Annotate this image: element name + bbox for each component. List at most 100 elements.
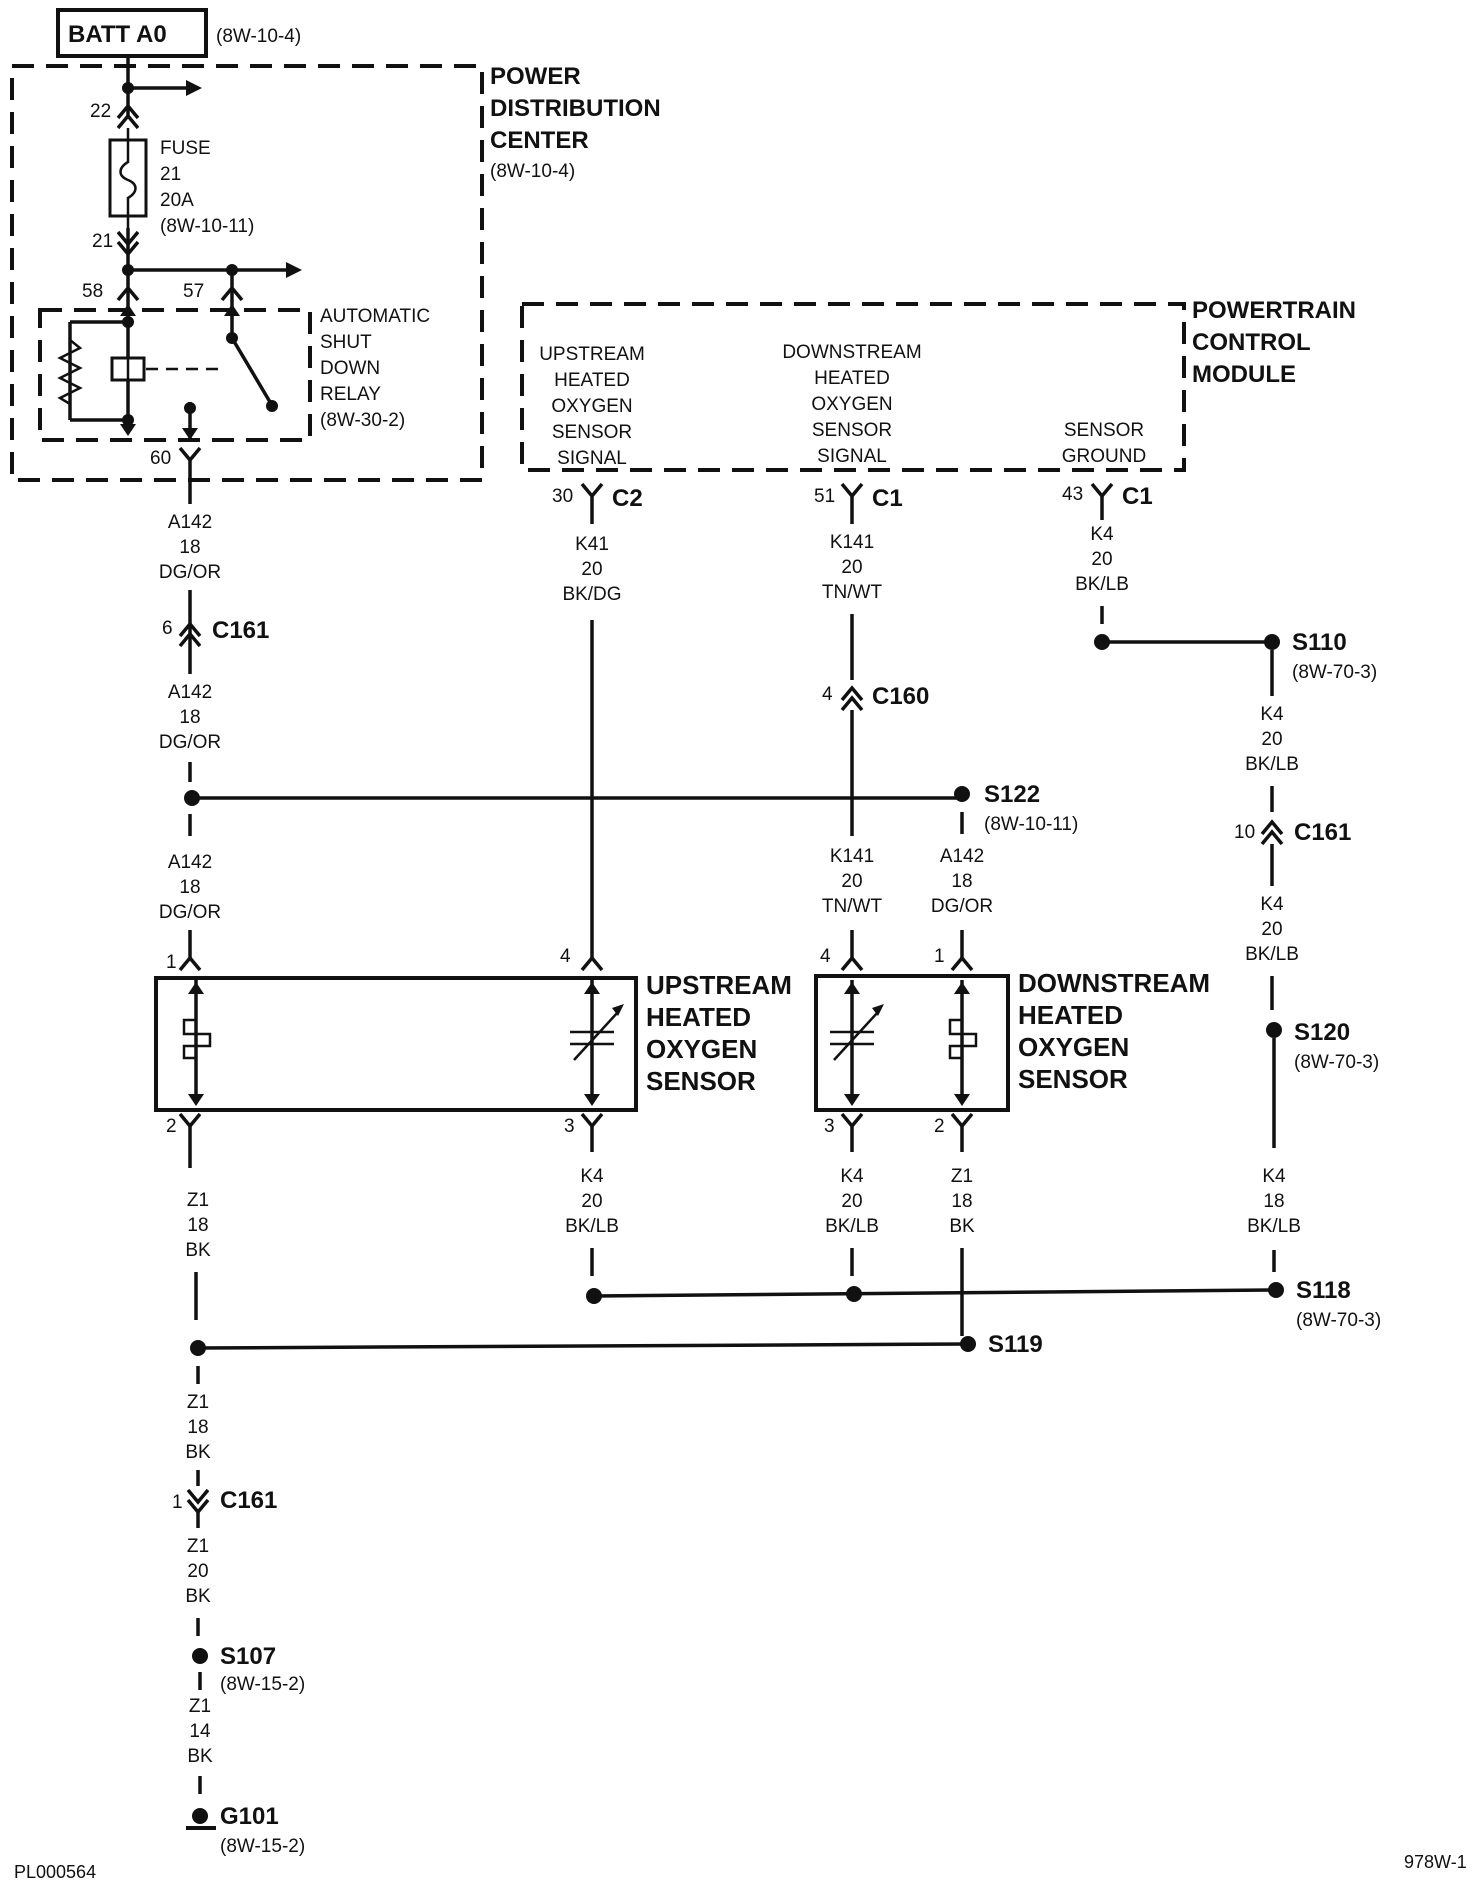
wire-z1-2-color: BK bbox=[185, 1442, 211, 1463]
downstream-sensor-line2: HEATED bbox=[1018, 1000, 1123, 1030]
pcm-downstream-2: HEATED bbox=[814, 368, 890, 389]
up-pin-4: 4 bbox=[560, 946, 571, 967]
wire-k4-r2-color: BK/LB bbox=[1245, 944, 1299, 965]
pcm-pin-30: 30 bbox=[552, 486, 573, 507]
wire-k4-up-gauge: 20 bbox=[581, 1191, 602, 1212]
footer-left: PL000564 bbox=[14, 1862, 96, 1882]
wire-z1-4-code: Z1 bbox=[189, 1696, 211, 1717]
wire-a142-2-code: A142 bbox=[168, 682, 212, 703]
splice-s107 bbox=[192, 1648, 208, 1664]
wire-z1-4-color: BK bbox=[187, 1746, 213, 1767]
down-pin-3: 3 bbox=[824, 1116, 835, 1137]
splice-s120 bbox=[1266, 1022, 1282, 1038]
splice-s118-ref: (8W-70-3) bbox=[1296, 1310, 1381, 1331]
splice-s107-name: S107 bbox=[220, 1643, 276, 1670]
splice-s110 bbox=[1264, 634, 1280, 650]
wire-a142-2-gauge: 18 bbox=[179, 707, 200, 728]
pdc-title-1: POWER bbox=[490, 63, 581, 90]
upstream-sensor-line1: UPSTREAM bbox=[646, 970, 792, 1000]
wire-z1-down-gauge: 18 bbox=[951, 1191, 972, 1212]
relay-line1: AUTOMATIC bbox=[320, 306, 430, 327]
ground-icon bbox=[186, 1808, 216, 1830]
fuse-label: FUSE bbox=[160, 138, 211, 159]
wire-k4-pcm-gauge: 20 bbox=[1091, 549, 1112, 570]
arrow-right-icon-2 bbox=[286, 262, 302, 278]
relay-ref: (8W-30-2) bbox=[320, 410, 405, 431]
wire-a142-3-gauge: 18 bbox=[179, 877, 200, 898]
relay-switch-blade bbox=[230, 337, 272, 403]
wire-z1-1-color: BK bbox=[185, 1240, 211, 1261]
fuse-pin-out: 21 bbox=[92, 231, 113, 252]
splice-s118-name: S118 bbox=[1296, 1277, 1351, 1304]
fuse-pin-in: 22 bbox=[90, 101, 111, 122]
wire-k4-r3-gauge: 18 bbox=[1263, 1191, 1284, 1212]
fuse-ref: (8W-10-11) bbox=[160, 216, 254, 237]
wire-k141-1-color: TN/WT bbox=[822, 582, 883, 603]
c161-c-pin: 1 bbox=[172, 1492, 183, 1513]
wire-k4-r1-code: K4 bbox=[1260, 704, 1284, 725]
wire-z1-3-code: Z1 bbox=[187, 1536, 209, 1557]
relay-pin-57: 57 bbox=[183, 281, 204, 302]
wire-z1-4-gauge: 14 bbox=[189, 1721, 211, 1742]
pcm-upstream-5: SIGNAL bbox=[557, 448, 627, 469]
pdc-title-3: CENTER bbox=[490, 127, 589, 154]
pcm-upstream-1: UPSTREAM bbox=[539, 344, 645, 365]
wire-k141-2-gauge: 20 bbox=[841, 871, 862, 892]
pcm-downstream-1: DOWNSTREAM bbox=[782, 342, 921, 363]
pcm-downstream-4: SENSOR bbox=[812, 420, 892, 441]
downstream-sensor-box bbox=[814, 974, 1010, 1112]
pcm-title-1: POWERTRAIN bbox=[1192, 297, 1356, 324]
wire-a142-2-color: DG/OR bbox=[159, 732, 221, 753]
down-pin-4: 4 bbox=[820, 946, 831, 967]
wire-k4-r1-gauge: 20 bbox=[1261, 729, 1282, 750]
wire-k141-1-gauge: 20 bbox=[841, 557, 862, 578]
fuse-rating: 20A bbox=[160, 190, 194, 211]
wire-k4-up-color: BK/LB bbox=[565, 1216, 619, 1237]
batt-box bbox=[56, 8, 208, 58]
wire-k4-up-code: K4 bbox=[580, 1166, 604, 1187]
wire-k4-r1-color: BK/LB bbox=[1245, 754, 1299, 775]
c161-a-pin: 6 bbox=[162, 618, 173, 639]
relay-line4: RELAY bbox=[320, 384, 381, 405]
splice-s107-ref: (8W-15-2) bbox=[220, 1674, 305, 1695]
upstream-sensor-line3: OXYGEN bbox=[646, 1034, 757, 1064]
pcm-upstream-2: HEATED bbox=[554, 370, 630, 391]
wire-k4-down-color: BK/LB bbox=[825, 1216, 879, 1237]
wire-z1-1-code: Z1 bbox=[187, 1190, 209, 1211]
wire-k4-r3-code: K4 bbox=[1262, 1166, 1286, 1187]
resistor-icon bbox=[57, 339, 83, 406]
wire-z1-2-gauge: 18 bbox=[187, 1417, 208, 1438]
wire-a142-1-code: A142 bbox=[168, 512, 212, 533]
relay-pin-60: 60 bbox=[150, 448, 171, 469]
wire-a142-4-code: A142 bbox=[940, 846, 984, 867]
up-pin-2: 2 bbox=[166, 1116, 177, 1137]
up-pin-1: 1 bbox=[166, 952, 177, 973]
ground-g101-name: G101 bbox=[220, 1803, 279, 1830]
downstream-sensor-line3: OXYGEN bbox=[1018, 1032, 1129, 1062]
pcm-pin-43: 43 bbox=[1062, 484, 1083, 505]
wire-z1-3-gauge: 20 bbox=[187, 1561, 208, 1582]
wire-k4-down-code: K4 bbox=[840, 1166, 864, 1187]
upstream-sensor-box bbox=[154, 976, 638, 1112]
splice-s122-name: S122 bbox=[984, 781, 1040, 808]
pcm-conn-c1-b: C1 bbox=[1122, 483, 1153, 510]
pcm-downstream-5: SIGNAL bbox=[817, 446, 887, 467]
wire-k141-2-color: TN/WT bbox=[822, 896, 883, 917]
pcm-conn-c1-a: C1 bbox=[872, 485, 903, 512]
relay-pin-58: 58 bbox=[82, 281, 103, 302]
wire-a142-4-gauge: 18 bbox=[951, 871, 972, 892]
wire-k41-code: K41 bbox=[575, 534, 609, 555]
pdc-ref: (8W-10-4) bbox=[490, 161, 575, 182]
wire-z1-1-gauge: 18 bbox=[187, 1215, 208, 1236]
relay-line2: SHUT bbox=[320, 332, 372, 353]
splice-s119 bbox=[960, 1336, 976, 1352]
downstream-sensor-line1: DOWNSTREAM bbox=[1018, 968, 1210, 998]
splice-s110-name: S110 bbox=[1292, 629, 1347, 656]
wire-k4-r2-code: K4 bbox=[1260, 894, 1284, 915]
variable-resistor-icon bbox=[570, 1004, 624, 1061]
ground-g101-ref: (8W-15-2) bbox=[220, 1836, 305, 1857]
c160-name: C160 bbox=[872, 683, 929, 710]
splice-s122 bbox=[954, 786, 970, 802]
c161-a-name: C161 bbox=[212, 617, 269, 644]
